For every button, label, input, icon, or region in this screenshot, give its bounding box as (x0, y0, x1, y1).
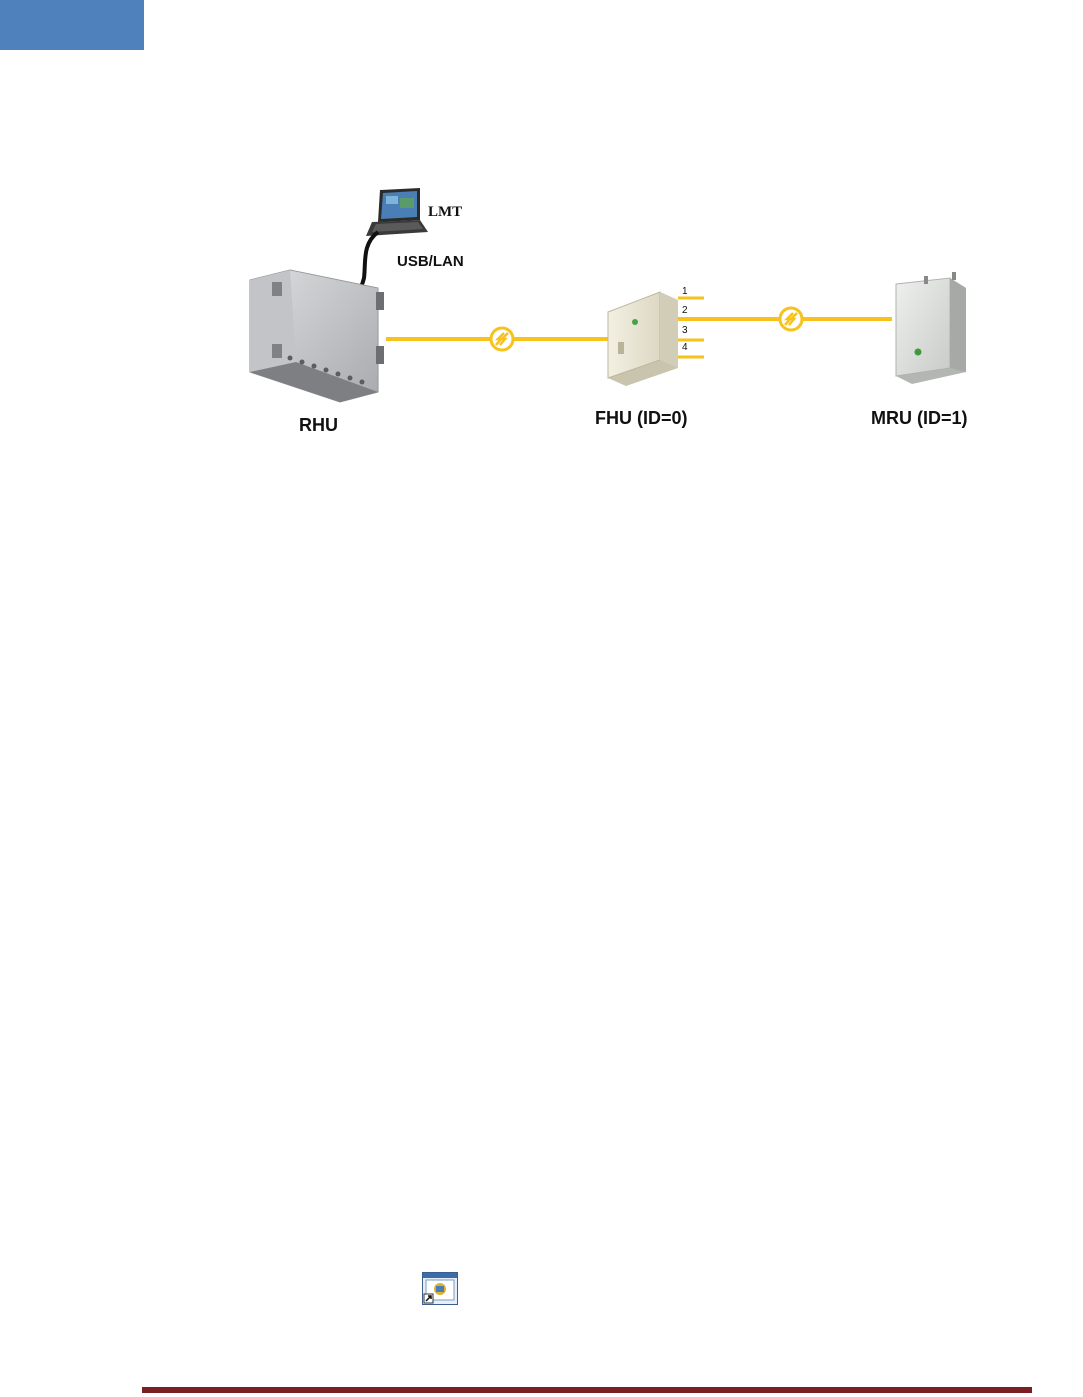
lmt-label: LMT (428, 204, 462, 221)
fhu-device-icon (608, 292, 678, 386)
port-label-2: 2 (682, 306, 688, 316)
port-label-1: 1 (682, 287, 688, 297)
footer-rule (142, 1387, 1032, 1393)
rhu-device-icon (250, 270, 384, 402)
usb-lan-label: USB/LAN (397, 253, 464, 270)
fhu-label: FHU (ID=0) (595, 408, 688, 429)
network-diagram: LMT USB/LAN RHU FHU (ID=0) MRU (ID=1) 1 … (0, 0, 1083, 460)
shortcut-icon-graphic (422, 1272, 458, 1305)
app-shortcut-icon[interactable] (422, 1272, 458, 1305)
port-label-3: 3 (682, 326, 688, 336)
port-label-4: 4 (682, 343, 688, 353)
fiber-connector-icon (491, 328, 513, 350)
diagram-canvas (0, 0, 1083, 460)
mru-device-icon (896, 272, 966, 384)
laptop-icon (366, 188, 428, 236)
rhu-label: RHU (299, 415, 338, 436)
mru-label: MRU (ID=1) (871, 408, 968, 429)
fiber-connector-icon (780, 308, 802, 330)
